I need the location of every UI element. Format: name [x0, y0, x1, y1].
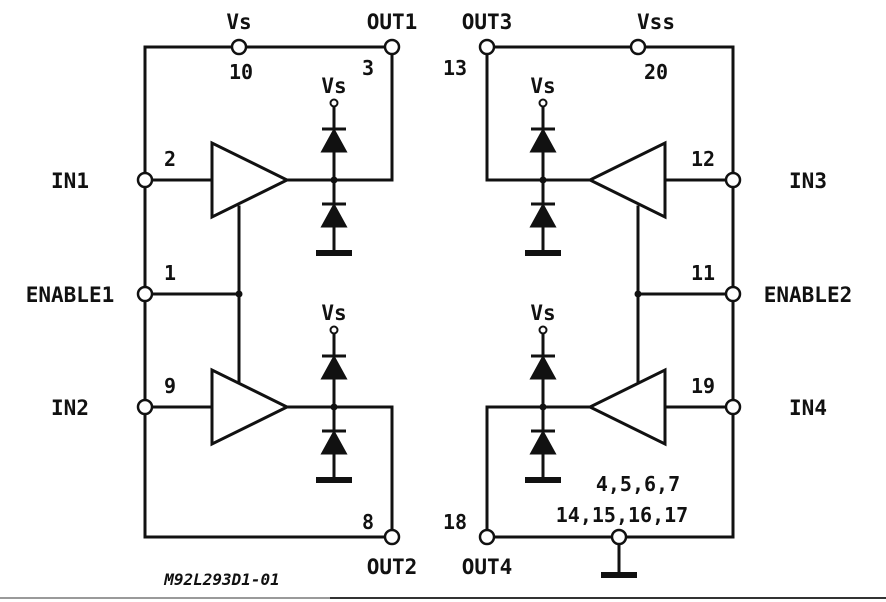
pin-number-in3: 12 — [691, 147, 715, 171]
ground-symbol-4 — [525, 477, 561, 483]
diode-supply-label-1: Vs — [321, 74, 346, 98]
label-in3: IN3 — [789, 169, 827, 193]
ground-symbol-main — [601, 572, 637, 578]
amplifier-1 — [210, 140, 291, 220]
diode-4-lower — [529, 429, 557, 455]
diode-1-upper — [320, 127, 348, 153]
pin-vss — [629, 38, 647, 56]
pin-number-vss: 20 — [644, 60, 668, 84]
part-code: M92L293D1-01 — [163, 570, 280, 589]
pin-number-out4: 18 — [443, 510, 467, 534]
pin-out1 — [383, 38, 401, 56]
diode-3-upper — [529, 127, 557, 153]
diode-supply-label-3: Vs — [530, 74, 555, 98]
vs-terminal-3 — [538, 98, 548, 108]
ground-symbol-1 — [316, 250, 352, 256]
label-out1: OUT1 — [367, 10, 418, 34]
diode-supply-label-2: Vs — [321, 301, 346, 325]
pin-number-out2: 8 — [362, 510, 374, 534]
pin-number-out1: 3 — [362, 56, 374, 80]
pin-number-vs: 10 — [229, 60, 253, 84]
pin-number-in1: 2 — [164, 147, 176, 171]
label-out3: OUT3 — [462, 10, 513, 34]
junction-1 — [330, 176, 338, 184]
label-in4: IN4 — [789, 396, 827, 420]
pin-number-in2: 9 — [164, 374, 176, 398]
pin-number-gnd-1: 4,5,6,7 — [596, 472, 680, 496]
ground-symbol-3 — [525, 250, 561, 256]
vs-terminal-4 — [538, 325, 548, 335]
diode-1-lower — [320, 202, 348, 228]
label-enable1: ENABLE1 — [26, 283, 115, 307]
diode-3-lower — [529, 202, 557, 228]
label-vss: Vss — [637, 10, 675, 34]
vs-terminal-1 — [329, 98, 339, 108]
diode-4-upper — [529, 354, 557, 380]
pin-out2 — [383, 528, 401, 546]
pin-number-enable1: 1 — [164, 261, 176, 285]
label-out2: OUT2 — [367, 555, 418, 579]
junction-en2 — [634, 290, 642, 298]
amplifier-2 — [210, 367, 291, 447]
amplifier-3 — [586, 140, 667, 220]
label-in2: IN2 — [51, 396, 89, 420]
vs-terminal-2 — [329, 325, 339, 335]
pin-gnd — [610, 528, 628, 546]
diode-2-upper — [320, 354, 348, 380]
junction-4 — [539, 403, 547, 411]
pin-number-gnd-2: 14,15,16,17 — [556, 503, 688, 527]
pin-in1 — [136, 171, 154, 189]
pin-number-enable2: 11 — [691, 261, 715, 285]
pin-out4 — [478, 528, 496, 546]
junction-3 — [539, 176, 547, 184]
pin-enable1 — [136, 285, 154, 303]
pin-number-in4: 19 — [691, 374, 715, 398]
amplifier-4 — [586, 367, 667, 447]
diode-supply-label-4: Vs — [530, 301, 555, 325]
label-vs: Vs — [226, 10, 251, 34]
pin-in2 — [136, 398, 154, 416]
diode-2-lower — [320, 429, 348, 455]
label-out4: OUT4 — [462, 555, 513, 579]
ground-symbol-2 — [316, 477, 352, 483]
pin-enable2 — [724, 285, 742, 303]
junction-en1 — [235, 290, 243, 298]
pin-vs — [230, 38, 248, 56]
pin-in4 — [724, 398, 742, 416]
label-in1: IN1 — [51, 169, 89, 193]
junction-2 — [330, 403, 338, 411]
pin-number-out3: 13 — [443, 56, 467, 80]
pin-in3 — [724, 171, 742, 189]
pin-out3 — [478, 38, 496, 56]
label-enable2: ENABLE2 — [764, 283, 853, 307]
